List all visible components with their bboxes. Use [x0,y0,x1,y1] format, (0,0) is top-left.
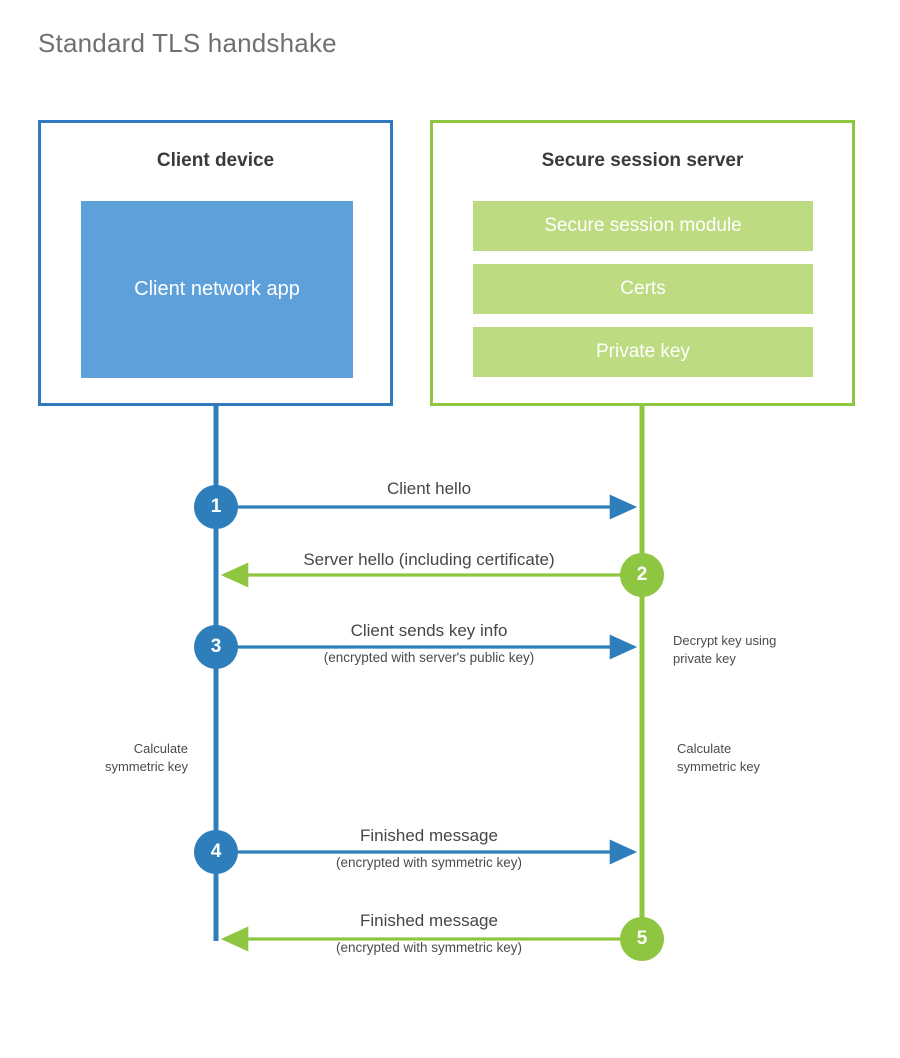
message-label-step-4: Finished message (encrypted with symmetr… [336,826,522,870]
annotation-calculate-symmetric-key-client: Calculate symmetric key [104,741,188,774]
message-primary-step-1: Client hello [386,479,472,498]
message-label-step-5: Finished message (encrypted with symmetr… [336,911,522,955]
message-label-step-1: Client hello [387,479,471,499]
server-component-certs: Certs [473,264,813,314]
message-secondary-step-3: (encrypted with server's public key) [323,650,535,665]
annotation-decrypt-key: Decrypt key using private key [673,633,777,666]
client-device-box: Client device Client network app [38,120,393,406]
step-badge-2[interactable]: 2 [620,553,664,597]
message-label-step-3: Client sends key info (encrypted with se… [324,621,534,665]
message-primary-step-2: Server hello (including certificate) [303,550,555,569]
message-label-step-2: Server hello (including certificate) [303,550,554,570]
message-secondary-step-4: (encrypted with symmetric key) [335,855,523,870]
client-network-app-block: Client network app [81,201,353,378]
server-component-secure-session-module: Secure session module [473,201,813,251]
message-secondary-step-5: (encrypted with symmetric key) [335,940,523,955]
step-badge-3[interactable]: 3 [194,625,238,669]
client-device-title: Client device [156,150,275,171]
server-component-private-key: Private key [473,327,813,377]
message-primary-step-3: Client sends key info [350,621,508,640]
annotation-calculate-symmetric-key-server: Calculate symmetric key [677,741,761,774]
step-badge-1[interactable]: 1 [194,485,238,529]
secure-session-server-box: Secure session server Secure session mod… [430,120,855,406]
message-primary-step-5: Finished message [360,911,498,930]
message-primary-step-4: Finished message [360,826,498,845]
secure-session-server-title: Secure session server [541,150,744,171]
page-title: Standard TLS handshake [38,28,337,58]
step-badge-5[interactable]: 5 [620,917,664,961]
step-badge-4[interactable]: 4 [194,830,238,874]
